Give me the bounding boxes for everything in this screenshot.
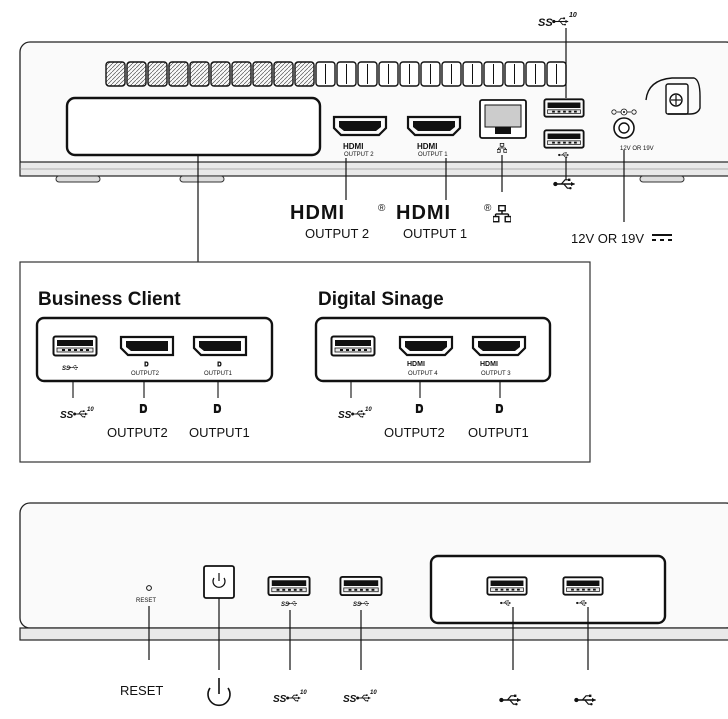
svg-text:SS: SS [62, 366, 70, 372]
usb-port-10gbps[interactable]: SS [267, 575, 311, 608]
usb-icon [574, 694, 597, 706]
vent-slot [168, 61, 189, 87]
business-client-heading: Business Client [38, 289, 181, 310]
expansion-bay [65, 96, 322, 157]
svg-text:10: 10 [370, 690, 377, 696]
front-panel: RESET SS SS [19, 502, 728, 641]
svg-text:10: 10 [365, 407, 372, 413]
callout-reset: RESET [120, 683, 163, 698]
expansion-options-box: Business Client Digital Sinage SS OUTPUT… [19, 261, 591, 463]
ss10-usb-icon: SS 10 [538, 12, 577, 29]
vent-grille [105, 61, 567, 87]
svg-text:®: ® [484, 203, 492, 214]
svg-text:HDMI: HDMI [396, 202, 451, 224]
business-client-module: SS OUTPUT2 OUTPUT1 [35, 316, 274, 383]
vent-slot [273, 61, 294, 87]
vent-slot [231, 61, 252, 87]
reset-pinhole[interactable]: RESET [136, 585, 156, 604]
svg-text:10: 10 [300, 690, 307, 696]
vent-slot [252, 61, 273, 87]
svg-text:HDMI: HDMI [480, 361, 498, 368]
displayport-output2[interactable]: OUTPUT2 [119, 335, 175, 377]
svg-text:12V OR 19V: 12V OR 19V [571, 231, 644, 246]
kensington-lock-icon [645, 77, 701, 115]
vent-slot [189, 61, 210, 87]
svg-text:SS: SS [273, 694, 287, 705]
callout-business-output1: OUTPUT1 [189, 425, 250, 440]
svg-text:OUTPUT 2: OUTPUT 2 [305, 226, 369, 241]
svg-text:SS: SS [281, 602, 289, 608]
callout-business-output2: OUTPUT2 [107, 425, 168, 440]
hdmi-port-output3[interactable]: HDMI OUTPUT 3 [471, 335, 527, 377]
callout-signage-output2: OUTPUT2 [384, 425, 445, 440]
callout-hdmi-output2: HDMI ® OUTPUT 2 [290, 202, 386, 241]
svg-text:OUTPUT1: OUTPUT1 [204, 371, 233, 377]
vent-slot [147, 61, 168, 87]
power-icon [207, 678, 231, 707]
svg-text:OUTPUT 1: OUTPUT 1 [403, 226, 467, 241]
svg-text:®: ® [378, 203, 386, 214]
usb-icon [499, 694, 522, 706]
front-usb-module [429, 554, 667, 625]
power-icon [212, 573, 226, 588]
svg-text:HDMI: HDMI [407, 361, 425, 368]
power-button[interactable] [203, 565, 235, 599]
usb-port-10gbps[interactable]: SS [339, 575, 383, 608]
digital-signage-heading: Digital Sinage [318, 289, 444, 310]
ss10-usb-icon: SS 10 [338, 407, 372, 421]
svg-text:SS: SS [60, 410, 74, 421]
hdmi-port-output1[interactable]: HDMI OUTPUT 1 [406, 115, 462, 158]
svg-text:SS: SS [343, 694, 357, 705]
svg-text:10: 10 [569, 12, 577, 19]
usb-icon [552, 178, 576, 190]
dc-symbol-icon [652, 234, 672, 241]
ss10-usb-icon: SS 10 [60, 407, 94, 421]
usb-port-10gbps[interactable]: SS [52, 335, 98, 373]
ethernet-icon [493, 205, 511, 223]
vent-slot [210, 61, 231, 87]
svg-text:SS: SS [338, 410, 352, 421]
svg-text:OUTPUT 4: OUTPUT 4 [408, 371, 438, 377]
vent-slot [126, 61, 147, 87]
callout-signage-output1: OUTPUT1 [468, 425, 529, 440]
ss10-usb-icon: SS 10 [273, 690, 307, 705]
svg-text:10: 10 [87, 407, 94, 413]
svg-text:12V OR 19V: 12V OR 19V [620, 146, 654, 152]
digital-signage-module: HDMI OUTPUT 4 HDMI OUTPUT 3 [314, 316, 552, 383]
dc-in-jack[interactable]: 12V OR 19V [611, 108, 654, 152]
front-panel-base [19, 627, 728, 641]
rear-callout-lines [197, 28, 625, 262]
hdmi-port-output4[interactable]: HDMI OUTPUT 4 [398, 335, 454, 377]
svg-text:RESET: RESET [136, 598, 156, 604]
callout-dc-in: 12V OR 19V [571, 231, 672, 246]
svg-text:HDMI: HDMI [343, 142, 363, 151]
rubber-foot [55, 175, 101, 183]
svg-text:SS: SS [353, 602, 361, 608]
svg-text:OUTPUT 2: OUTPUT 2 [344, 152, 374, 158]
rubber-foot [639, 175, 685, 183]
svg-text:OUTPUT 1: OUTPUT 1 [418, 152, 448, 158]
vent-slot [105, 61, 126, 87]
svg-text:OUTPUT2: OUTPUT2 [131, 371, 160, 377]
rubber-foot [179, 175, 225, 183]
svg-text:SS: SS [538, 17, 553, 29]
vent-slot [294, 61, 315, 87]
svg-text:OUTPUT 3: OUTPUT 3 [481, 371, 511, 377]
callout-hdmi-output1: HDMI ® OUTPUT 1 [396, 202, 492, 241]
svg-text:HDMI: HDMI [417, 142, 437, 151]
front-callout-lines [148, 598, 589, 670]
ethernet-port[interactable] [479, 99, 527, 153]
svg-text:HDMI: HDMI [290, 202, 345, 224]
ss10-usb-icon: SS 10 [343, 690, 377, 705]
displayport-output1[interactable]: OUTPUT1 [192, 335, 248, 377]
hdmi-port-output2[interactable]: HDMI OUTPUT 2 [332, 115, 388, 158]
dc-in-icon [611, 108, 637, 116]
rear-panel: HDMI OUTPUT 2 HDMI OUTPUT 1 [19, 41, 728, 183]
